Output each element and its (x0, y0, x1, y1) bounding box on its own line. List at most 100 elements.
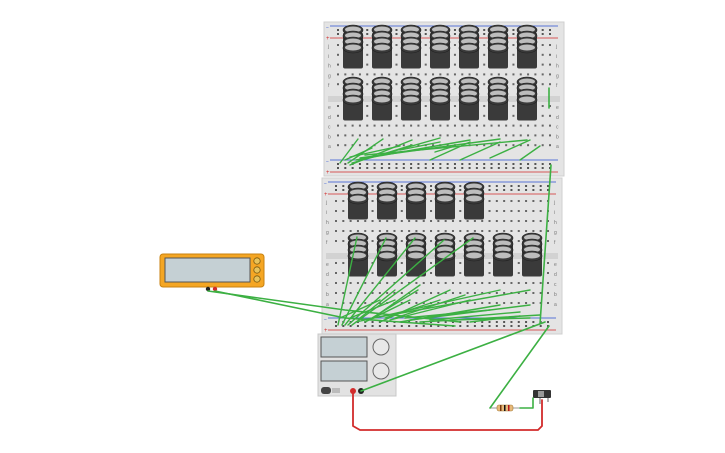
terminal-hole[interactable] (541, 105, 544, 107)
rail-hole[interactable] (503, 189, 506, 191)
rail-hole[interactable] (497, 167, 500, 169)
capacitor[interactable] (342, 76, 364, 121)
rail-hole[interactable] (373, 163, 376, 165)
capacitor[interactable] (429, 24, 451, 69)
rail-hole[interactable] (483, 167, 486, 169)
terminal-hole[interactable] (366, 105, 369, 107)
rail-hole[interactable] (430, 325, 433, 327)
rail-hole[interactable] (549, 163, 551, 165)
terminal-hole[interactable] (549, 63, 551, 66)
terminal-hole[interactable] (547, 220, 549, 222)
rail-hole[interactable] (461, 163, 464, 165)
terminal-hole[interactable] (510, 230, 513, 232)
terminal-hole[interactable] (512, 134, 515, 137)
terminal-hole[interactable] (481, 230, 484, 232)
rail-hole[interactable] (475, 167, 478, 169)
terminal-hole[interactable] (400, 220, 403, 222)
rail-hole[interactable] (495, 325, 498, 327)
terminal-hole[interactable] (342, 220, 345, 222)
rail-hole[interactable] (459, 189, 462, 191)
terminal-hole[interactable] (437, 292, 440, 294)
rail-hole[interactable] (342, 325, 345, 327)
terminal-hole[interactable] (503, 292, 506, 294)
terminal-hole[interactable] (525, 200, 528, 202)
terminal-hole[interactable] (439, 73, 442, 76)
rail-hole[interactable] (466, 321, 469, 323)
rail-hole[interactable] (432, 167, 435, 169)
capacitor[interactable] (371, 76, 393, 121)
terminal-hole[interactable] (532, 220, 535, 222)
rail-hole[interactable] (459, 325, 462, 327)
rail-hole[interactable] (525, 321, 528, 323)
terminal-hole[interactable] (380, 124, 383, 127)
terminal-hole[interactable] (432, 144, 435, 147)
terminal-hole[interactable] (519, 73, 522, 76)
rail-hole[interactable] (446, 163, 449, 165)
terminal-hole[interactable] (534, 144, 537, 147)
terminal-hole[interactable] (371, 230, 374, 232)
terminal-hole[interactable] (549, 83, 551, 86)
rail-hole[interactable] (505, 167, 508, 169)
terminal-hole[interactable] (517, 282, 520, 284)
terminal-hole[interactable] (393, 292, 396, 294)
rail-hole[interactable] (366, 33, 369, 35)
terminal-hole[interactable] (371, 272, 374, 274)
terminal-hole[interactable] (483, 124, 486, 127)
terminal-hole[interactable] (549, 44, 551, 46)
terminal-hole[interactable] (503, 282, 506, 284)
rail-hole[interactable] (437, 321, 440, 323)
terminal-hole[interactable] (373, 134, 376, 137)
terminal-hole[interactable] (439, 134, 442, 137)
terminal-hole[interactable] (415, 302, 418, 304)
terminal-hole[interactable] (388, 73, 391, 76)
slide-switch-icon[interactable] (533, 390, 551, 404)
rail-hole[interactable] (395, 29, 398, 31)
rail-hole[interactable] (488, 189, 491, 191)
terminal-hole[interactable] (364, 282, 367, 284)
terminal-hole[interactable] (461, 134, 464, 137)
terminal-hole[interactable] (488, 200, 491, 202)
terminal-hole[interactable] (430, 200, 433, 202)
terminal-hole[interactable] (541, 63, 544, 66)
terminal-hole[interactable] (366, 134, 369, 137)
terminal-hole[interactable] (525, 302, 528, 304)
terminal-hole[interactable] (510, 302, 513, 304)
terminal-hole[interactable] (517, 272, 520, 274)
rail-hole[interactable] (335, 325, 337, 327)
rail-hole[interactable] (439, 167, 442, 169)
rail-hole[interactable] (380, 167, 383, 169)
rail-hole[interactable] (432, 163, 435, 165)
terminal-hole[interactable] (337, 73, 339, 76)
power-supply[interactable] (317, 333, 397, 397)
rail-hole[interactable] (453, 33, 456, 35)
terminal-hole[interactable] (461, 124, 464, 127)
terminal-hole[interactable] (539, 292, 542, 294)
terminal-hole[interactable] (371, 220, 374, 222)
terminal-hole[interactable] (373, 73, 376, 76)
terminal-hole[interactable] (337, 105, 339, 107)
capacitor[interactable] (429, 76, 451, 121)
terminal-hole[interactable] (512, 73, 515, 76)
rail-hole[interactable] (473, 325, 476, 327)
terminal-hole[interactable] (473, 282, 476, 284)
terminal-hole[interactable] (342, 200, 345, 202)
terminal-hole[interactable] (525, 230, 528, 232)
rail-hole[interactable] (371, 189, 374, 191)
terminal-hole[interactable] (335, 200, 337, 202)
terminal-hole[interactable] (495, 230, 498, 232)
terminal-hole[interactable] (366, 144, 369, 147)
rail-hole[interactable] (483, 29, 486, 31)
terminal-hole[interactable] (512, 63, 515, 66)
terminal-hole[interactable] (527, 73, 530, 76)
rail-hole[interactable] (525, 325, 528, 327)
rail-hole[interactable] (503, 325, 506, 327)
terminal-hole[interactable] (395, 44, 398, 46)
terminal-hole[interactable] (525, 210, 528, 212)
terminal-hole[interactable] (430, 230, 433, 232)
terminal-hole[interactable] (386, 292, 389, 294)
rail-hole[interactable] (541, 163, 544, 165)
rail-hole[interactable] (468, 163, 471, 165)
terminal-hole[interactable] (483, 114, 486, 117)
terminal-hole[interactable] (408, 220, 411, 222)
rail-hole[interactable] (481, 325, 484, 327)
